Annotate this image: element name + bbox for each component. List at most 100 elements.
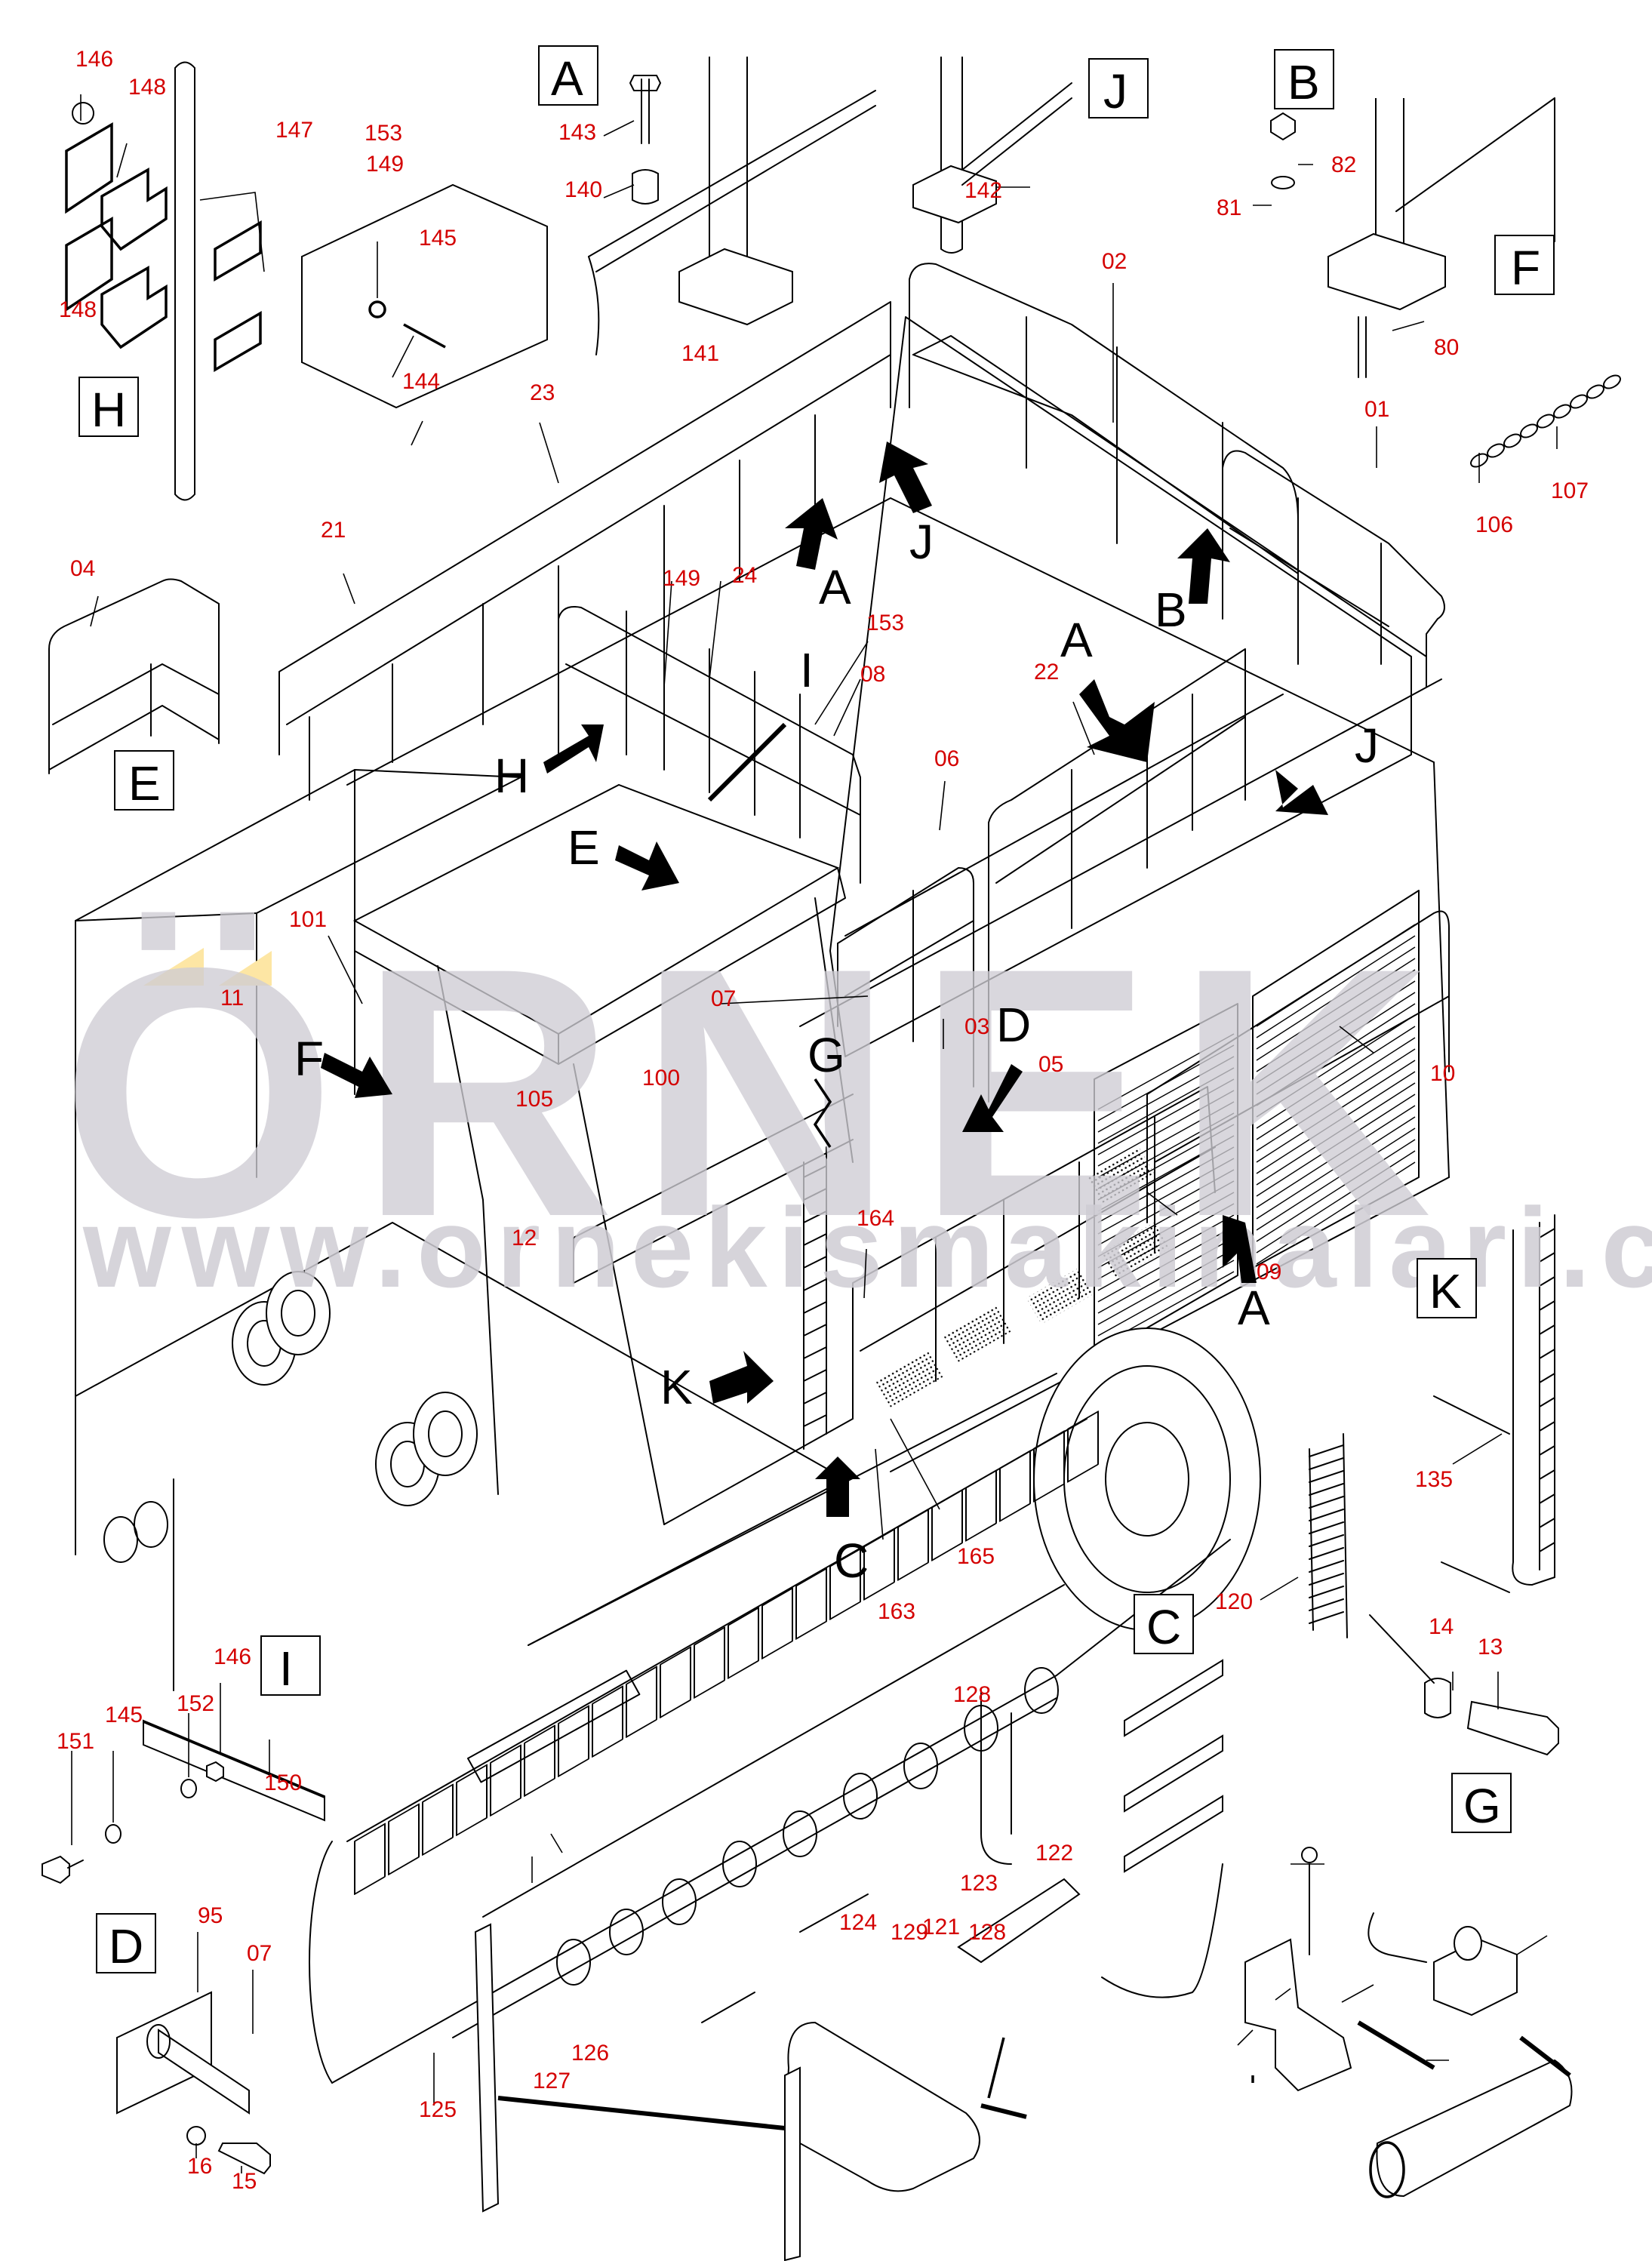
ladder-rung xyxy=(803,1256,827,1269)
part-label: 08 xyxy=(860,662,885,687)
part-label: 148 xyxy=(128,75,166,100)
grill-slat xyxy=(1256,969,1416,1072)
access-ladder xyxy=(803,1146,827,1450)
roller-left-3 xyxy=(413,1392,478,1476)
ladder-rung xyxy=(1539,1228,1555,1238)
rope-ladder-120 xyxy=(1309,1433,1348,1638)
spacer-14-bolt-13 xyxy=(1369,1614,1559,1756)
chain-link xyxy=(1520,423,1538,438)
ladder-rung xyxy=(1309,1444,1344,1457)
grill-slat xyxy=(1256,1127,1416,1231)
arrow-h xyxy=(543,724,604,774)
detail-j-socket xyxy=(912,57,1072,254)
ladder-rung xyxy=(1539,1397,1555,1407)
track-shoe xyxy=(558,1705,589,1777)
part-label: 151 xyxy=(57,1729,94,1754)
track-shoe xyxy=(422,1783,454,1856)
grill-slat xyxy=(1256,958,1416,1061)
track-shoe xyxy=(999,1450,1031,1522)
grill-slat xyxy=(1256,1139,1416,1242)
ladder-rung xyxy=(803,1233,827,1246)
ladder-rung xyxy=(1309,1470,1344,1483)
detail-h-clamp xyxy=(65,61,548,501)
track-shoe xyxy=(965,1469,997,1542)
grill-slat xyxy=(1256,1026,1416,1129)
grill-slat xyxy=(1256,1048,1416,1152)
track-shoe xyxy=(694,1626,725,1699)
ladder-rung xyxy=(1539,1518,1555,1528)
track-shoe xyxy=(388,1803,420,1875)
svg-text:H: H xyxy=(91,383,126,437)
ladder-rung xyxy=(1539,1445,1555,1456)
view-box-j: J xyxy=(1088,58,1149,118)
arrow-e xyxy=(615,841,679,891)
ladder-rung xyxy=(1539,1276,1555,1287)
ladder-rung xyxy=(1539,1373,1555,1383)
arrow-a-right xyxy=(1079,679,1155,762)
part-label: 09 xyxy=(1257,1260,1281,1284)
watermark-brand: ÖRNEK xyxy=(60,894,1454,1290)
ladder-rung xyxy=(803,1414,827,1427)
chain-link xyxy=(1570,394,1588,409)
svg-text:J: J xyxy=(1103,64,1127,118)
detail-g-latch xyxy=(1244,1847,1573,2198)
grill-slat xyxy=(1097,1033,1235,1110)
part-label: 01 xyxy=(1364,397,1389,422)
ladder-rung xyxy=(1309,1547,1344,1560)
part-label: 153 xyxy=(365,121,402,146)
grill-slat xyxy=(1097,1169,1235,1246)
grill-slat xyxy=(1256,946,1416,1050)
part-label: 105 xyxy=(515,1087,553,1112)
part-label: 164 xyxy=(857,1206,894,1231)
ladder-rung xyxy=(803,1278,827,1291)
part-label: 03 xyxy=(964,1014,989,1039)
arrow-g-hook xyxy=(813,1078,832,1148)
grill-slat xyxy=(1097,1158,1235,1235)
arrow-d xyxy=(962,1064,1023,1132)
roller-left-4 xyxy=(266,1271,331,1355)
part-label: 142 xyxy=(964,178,1002,203)
ladder-rung xyxy=(1539,1349,1555,1359)
leader-lines xyxy=(71,94,1558,2173)
crawler-frame xyxy=(75,1222,1261,1986)
railing-cab-24 xyxy=(558,606,861,884)
ladder-rung xyxy=(1309,1483,1344,1496)
svg-text:F: F xyxy=(1511,241,1540,295)
watermark-accent-right xyxy=(219,951,272,986)
ladder-rung xyxy=(1539,1421,1555,1432)
arrow-letter-f: F xyxy=(294,1032,324,1086)
view-box-a: A xyxy=(538,45,598,106)
part-label: 106 xyxy=(1475,512,1513,537)
arrow-letter-g: G xyxy=(808,1028,845,1082)
grill-slat xyxy=(1097,1237,1235,1314)
grill-slat xyxy=(1256,1150,1416,1254)
grill-slat xyxy=(1256,1105,1416,1208)
ladder-rung xyxy=(803,1165,827,1178)
part-label: 22 xyxy=(1034,660,1059,684)
arrow-i-line xyxy=(707,722,787,802)
railing-top-01 xyxy=(1222,450,1445,688)
track-shoe xyxy=(660,1646,691,1718)
grill-slat xyxy=(1256,980,1416,1084)
ladder-rung xyxy=(1539,1542,1555,1552)
ladder-rung xyxy=(1309,1598,1344,1611)
part-label: 107 xyxy=(1551,478,1589,503)
part-label: 14 xyxy=(1429,1614,1454,1639)
railing-walkway-lower xyxy=(852,1086,1216,1420)
detail-e-railing-04 xyxy=(48,578,220,774)
part-label: 128 xyxy=(953,1682,991,1707)
ladder-rung xyxy=(1539,1300,1555,1311)
part-label: 12 xyxy=(512,1226,537,1250)
track-shoe xyxy=(931,1489,963,1561)
grill-slat xyxy=(1256,1037,1416,1140)
grill-slat xyxy=(1256,1161,1416,1265)
detail-b-socket xyxy=(1270,97,1555,378)
part-label: 140 xyxy=(565,177,602,202)
part-label: 143 xyxy=(558,120,596,145)
crawler-track xyxy=(309,1410,1231,2084)
arrow-letter-c: C xyxy=(834,1533,869,1588)
arrow-k xyxy=(709,1351,774,1404)
chain-link xyxy=(1603,374,1621,389)
watermark-url: www.ornekismakinalari.com.tr xyxy=(82,1184,1652,1311)
